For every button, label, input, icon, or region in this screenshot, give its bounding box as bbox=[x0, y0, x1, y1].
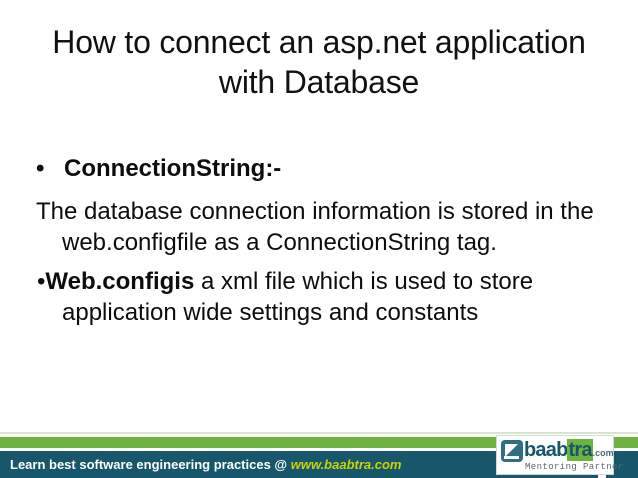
bullet-item-connectionstring-label: ConnectionString:- bbox=[64, 155, 282, 182]
slide-title: How to connect an asp.net application wi… bbox=[52, 24, 586, 100]
baabtra-logo-tagline: Mentoring Partner bbox=[525, 462, 624, 472]
logo-sail-shape bbox=[505, 444, 518, 457]
baabtra-logo-wordmark: baabtra.com bbox=[524, 438, 614, 465]
paragraph-connectionstring-description: The database connection information is s… bbox=[36, 198, 594, 256]
slide-body: • ConnectionString:- The database connec… bbox=[0, 153, 620, 328]
logo-dotcom: .com bbox=[592, 448, 614, 458]
footer-green-bar-right bbox=[606, 437, 638, 448]
footer-divider bbox=[0, 432, 638, 434]
bullet-marker-icon-2: • bbox=[37, 268, 46, 295]
logo-word-start: baab bbox=[524, 439, 568, 461]
footer-website-link[interactable]: www.baabtra.com bbox=[290, 457, 402, 472]
baabtra-logo-mark-icon bbox=[501, 440, 523, 462]
footer-green-bar-left bbox=[0, 437, 598, 448]
footer-tagline-text: Learn best software engineering practice… bbox=[10, 457, 291, 472]
logo-word-highlight: tra bbox=[567, 439, 593, 461]
footer-tagline: Learn best software engineering practice… bbox=[10, 451, 402, 478]
bullet-item-webconfig: •Web.configis a xml file which is used t… bbox=[0, 266, 620, 328]
bullet-item-webconfig-lead: Web.configis bbox=[45, 268, 195, 295]
bullet-marker-icon: • bbox=[36, 155, 45, 182]
logo-base-shape bbox=[504, 456, 519, 459]
bullet-item-connectionstring: • ConnectionString:- bbox=[0, 153, 620, 185]
bullet-item-webconfig-rest: a xml file which is used to store applic… bbox=[62, 268, 534, 326]
baabtra-logo[interactable]: baabtra.com Mentoring Partner bbox=[496, 435, 623, 475]
